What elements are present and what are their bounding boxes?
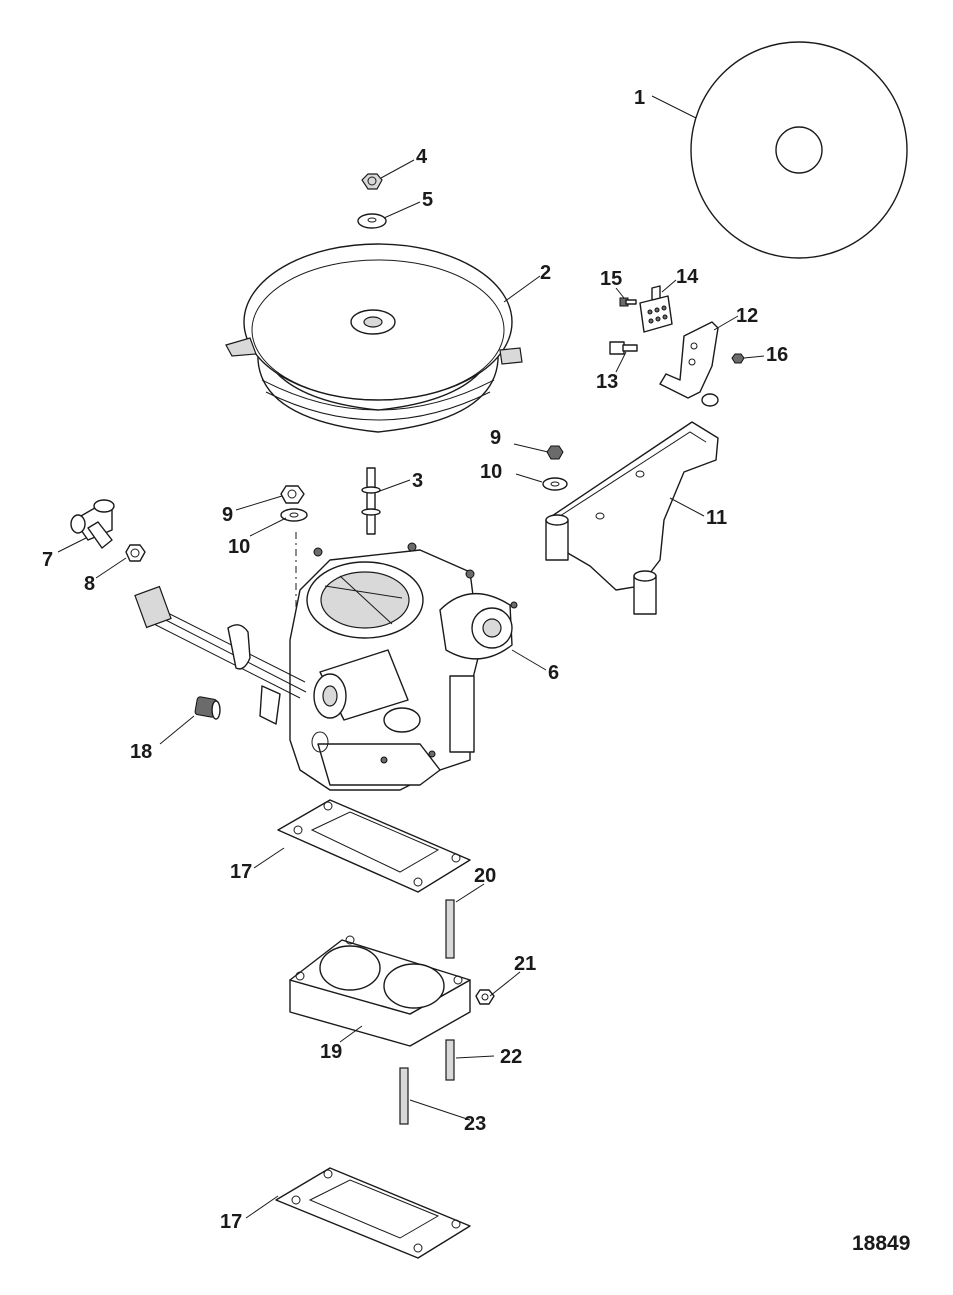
choke-wire-harness	[134, 585, 307, 725]
callout-1: 1	[634, 87, 645, 109]
callout-15: 15	[600, 268, 622, 290]
part-10-washer-left	[280, 508, 308, 522]
callout-17-lower: 17	[220, 1211, 242, 1233]
callout-2: 2	[540, 262, 551, 284]
part-20-stud	[445, 899, 455, 959]
callout-labels: 1 2 3 4 5 6 7 8 9 10 11 12 13 14 15 16 9…	[42, 87, 788, 1233]
part-15-screw	[619, 297, 637, 307]
callout-18: 18	[130, 741, 152, 763]
callout-22: 22	[500, 1046, 522, 1068]
callout-5: 5	[422, 189, 433, 211]
callout-12: 12	[736, 305, 758, 327]
callout-9-right: 9	[490, 427, 501, 449]
part-9-nut-right	[546, 445, 564, 460]
part-12-bracket	[659, 321, 719, 407]
part-6-carburetor	[289, 542, 518, 791]
leader-lines	[57, 95, 765, 1219]
part-7-fitting	[70, 499, 115, 549]
callout-16: 16	[766, 344, 788, 366]
part-2-air-cleaner	[225, 243, 523, 433]
part-13-bolt	[609, 341, 638, 355]
part-17-gasket-lower	[275, 1167, 471, 1259]
figure-number: 18849	[852, 1232, 910, 1255]
part-14-plate	[639, 285, 673, 333]
part-4-nut	[361, 173, 383, 190]
part-1-decal	[690, 41, 908, 259]
callout-9-left: 9	[222, 504, 233, 526]
callout-6: 6	[548, 662, 559, 684]
part-21-nut	[475, 989, 495, 1005]
callout-17-upper: 17	[230, 861, 252, 883]
part-23-stud	[399, 1067, 409, 1125]
callout-13: 13	[596, 371, 618, 393]
part-3-stud	[361, 467, 381, 535]
callout-23: 23	[464, 1113, 486, 1135]
callout-10-right: 10	[480, 461, 502, 483]
part-19-spacer	[289, 935, 471, 1047]
part-10-washer-right	[542, 477, 568, 491]
part-16-nut	[731, 353, 745, 364]
callout-19: 19	[320, 1041, 342, 1063]
callout-4: 4	[416, 146, 428, 168]
part-8-nut	[125, 544, 146, 562]
callout-3: 3	[412, 470, 423, 492]
callout-10-left: 10	[228, 536, 250, 558]
callout-21: 21	[514, 953, 536, 975]
part-17-gasket-upper	[277, 799, 471, 893]
callout-8: 8	[84, 573, 95, 595]
callout-7: 7	[42, 549, 53, 571]
callout-20: 20	[474, 865, 496, 887]
part-5-washer	[357, 213, 387, 229]
part-18-filter	[194, 696, 221, 720]
callout-11: 11	[706, 507, 727, 529]
callout-14: 14	[676, 266, 699, 288]
part-22-stud	[445, 1039, 455, 1081]
part-9-nut-left	[280, 485, 305, 504]
part-11-throttle-bracket	[545, 421, 719, 615]
